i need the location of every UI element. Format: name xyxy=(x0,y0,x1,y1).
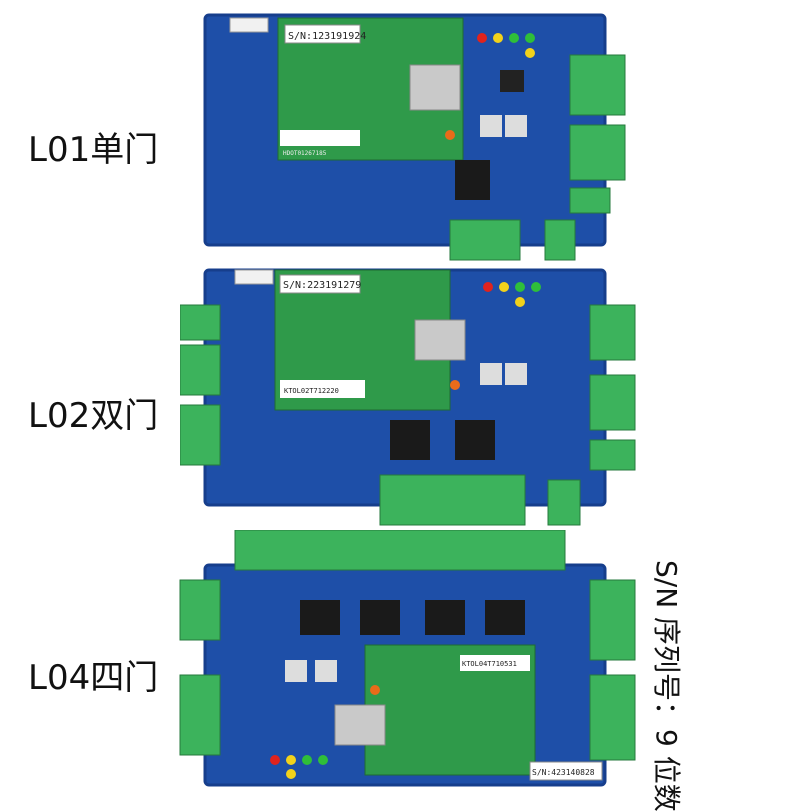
serial-label-quad: S/N:423140828 xyxy=(532,768,595,777)
board-quad-door: KTOL04T710531 S/N:423140828 xyxy=(179,530,636,787)
serial-label-double: S/N:223191279 xyxy=(283,280,361,291)
sticker-double: KTOL02T712220 xyxy=(284,387,339,395)
model-label-l02: L02双门 xyxy=(28,396,159,436)
board-single-door: S/N:123191924 HDOT01267185 xyxy=(203,13,626,261)
board-double-door: S/N:223191279 KTOL02T712220 xyxy=(180,268,636,526)
model-label-l01: L01单门 xyxy=(28,130,159,170)
sticker-quad: KTOL04T710531 xyxy=(462,660,517,668)
serial-number-note: S/N 序列号：9 位数 xyxy=(650,560,683,812)
model-label-l04: L04四门 xyxy=(28,658,159,698)
serial-label-single: S/N:123191924 xyxy=(288,31,366,42)
sticker-single: HDOT01267185 xyxy=(283,150,327,157)
